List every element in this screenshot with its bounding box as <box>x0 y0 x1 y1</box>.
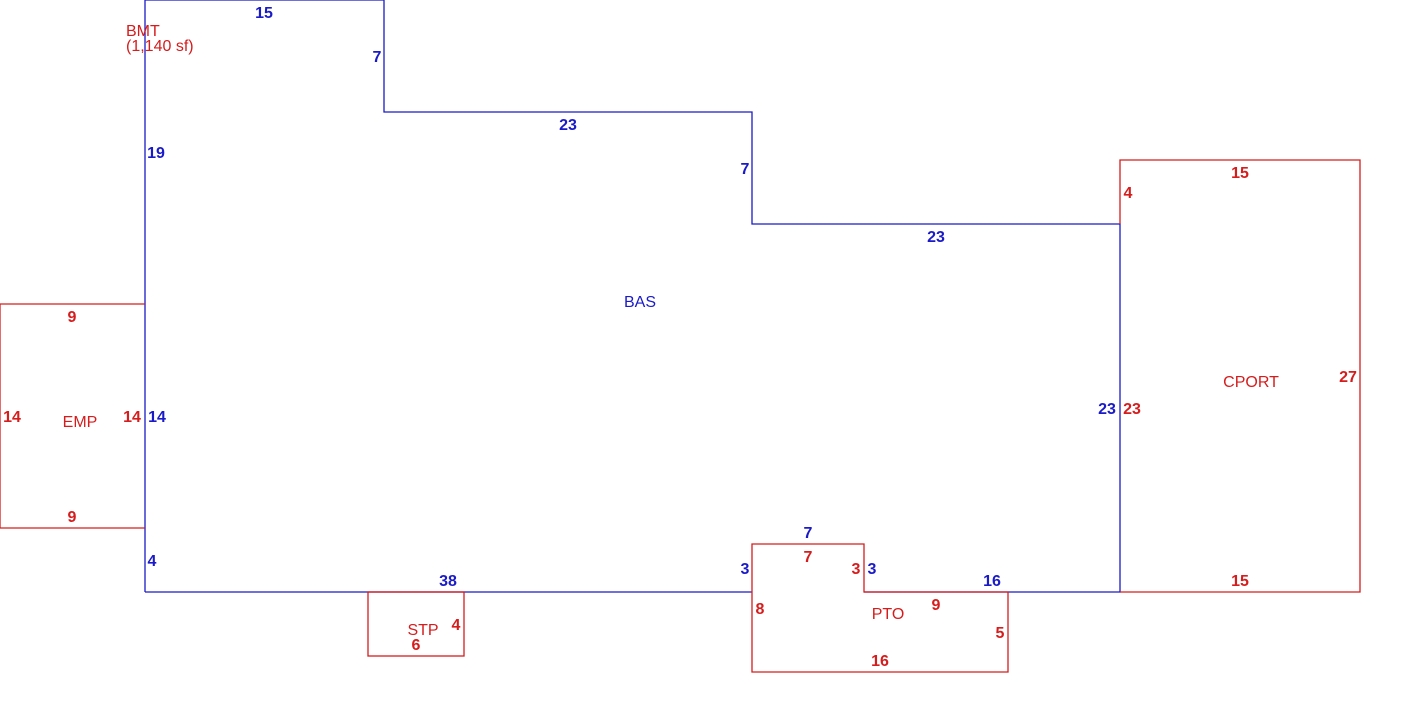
dim-pto-bottom: 16 <box>871 653 889 670</box>
area-label-pto: PTO <box>872 606 905 623</box>
dim-cport-left: 23 <box>1123 401 1141 418</box>
dim-bas-mid2: 23 <box>927 229 945 246</box>
dim-bas-bottom-left: 38 <box>439 573 457 590</box>
dim-bas-right: 23 <box>1098 401 1116 418</box>
dim-bas-mid1: 23 <box>559 117 577 134</box>
dim-bas-notch-left: 3 <box>741 561 750 578</box>
dim-pto-top-right: 9 <box>932 597 941 614</box>
dim-pto-notch-right: 3 <box>852 561 861 578</box>
area-label-bas: BAS <box>624 294 656 311</box>
dim-bas-left-upper: 19 <box>147 145 165 162</box>
cport-outline <box>1119 159 1361 593</box>
dim-bas-top: 15 <box>255 5 273 22</box>
area-label-cport: CPORT <box>1223 374 1279 391</box>
dim-stp-bottom: 6 <box>412 637 421 654</box>
dim-emp-right: 14 <box>123 409 141 426</box>
dim-pto-right: 5 <box>996 625 1005 642</box>
dim-bas-notch-top: 7 <box>804 525 813 542</box>
emp-outline <box>0 303 145 529</box>
dim-pto-left: 8 <box>756 601 765 618</box>
area-label-stp: STP <box>407 622 438 639</box>
dim-bas-left-mid: 14 <box>148 409 166 426</box>
dim-cport-right: 27 <box>1339 369 1357 386</box>
dim-cport-top: 15 <box>1231 165 1249 182</box>
dim-pto-notch-top: 7 <box>804 549 813 566</box>
dim-cport-bottom: 15 <box>1231 573 1249 590</box>
dim-bas-bottom-right: 16 <box>983 573 1001 590</box>
bas-outline <box>144 0 1121 593</box>
dim-emp-left: 14 <box>3 409 21 426</box>
area-label-emp: EMP <box>63 414 98 431</box>
dim-bas-step2: 7 <box>741 161 750 178</box>
dim-bas-left-lower: 4 <box>148 553 157 570</box>
dim-emp-top: 9 <box>68 309 77 326</box>
dim-stp-right: 4 <box>452 617 461 634</box>
stp-outline <box>367 591 465 657</box>
dim-emp-bottom: 9 <box>68 509 77 526</box>
sketch-area-total: (1,140 sf) <box>126 38 194 55</box>
dim-bas-step1: 7 <box>373 49 382 66</box>
dim-bas-notch-right: 3 <box>868 561 877 578</box>
sketch-title: BMT <box>126 23 160 40</box>
dim-cport-left-top: 4 <box>1124 185 1133 202</box>
pto-outline <box>751 543 1009 673</box>
